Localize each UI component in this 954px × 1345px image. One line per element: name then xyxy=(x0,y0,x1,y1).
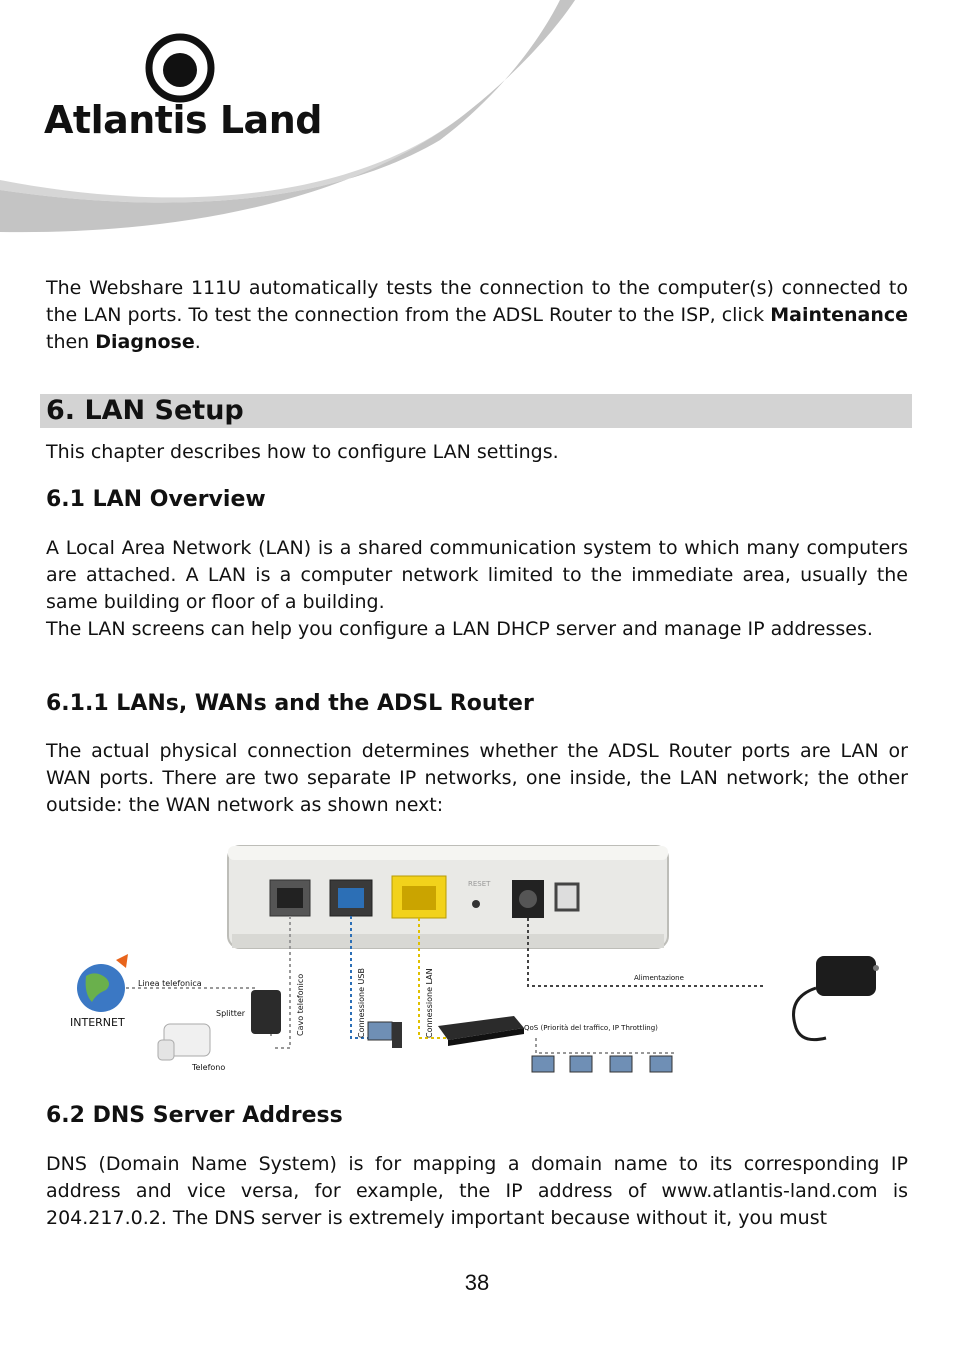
splitter-label: Splitter xyxy=(216,1009,246,1018)
section-6-1-heading-block: 6.1 LAN Overview xyxy=(46,486,908,514)
lan-overview-paragraph-2: The LAN screens can help you configure a… xyxy=(46,618,873,640)
intro-block: The Webshare 111U automatically tests th… xyxy=(46,275,908,356)
internet-label: INTERNET xyxy=(70,1016,125,1029)
intro-middle: then xyxy=(46,331,96,353)
chapter-title: 6. LAN Setup xyxy=(40,394,912,428)
logo-text: Atlantis Land xyxy=(44,98,322,142)
section-6-2-body: DNS (Domain Name System) is for mapping … xyxy=(46,1151,908,1232)
section-6-2-title: 6.2 DNS Server Address xyxy=(46,1103,343,1128)
intro-end: . xyxy=(194,331,201,353)
header-swoosh xyxy=(0,0,575,233)
intro-paragraph: The Webshare 111U automatically tests th… xyxy=(46,275,908,356)
maintenance-term: Maintenance xyxy=(770,304,908,326)
section-6-2-heading-block: 6.2 DNS Server Address xyxy=(46,1102,908,1130)
diagnose-term: Diagnose xyxy=(95,331,195,353)
lan-overview-paragraph-1: A Local Area Network (LAN) is a shared c… xyxy=(46,537,908,613)
linea-telefonica-label: Linea telefonica xyxy=(138,979,202,988)
dns-paragraph: DNS (Domain Name System) is for mapping … xyxy=(46,1153,908,1229)
section-6-1-body: A Local Area Network (LAN) is a shared c… xyxy=(46,535,908,643)
connessione-usb-label: Connessione USB xyxy=(357,968,366,1038)
chapter-description: This chapter describes how to configure … xyxy=(46,441,559,463)
router-connection-figure: RESET INTERNET Linea telefonica Splitter… xyxy=(70,845,879,1073)
qos-label: QoS (Priorità del traffico, IP Throttlin… xyxy=(524,1024,658,1032)
atlantis-land-logo: Atlantis Land xyxy=(44,32,322,142)
lans-wans-paragraph: The actual physical connection determine… xyxy=(46,740,908,816)
cavo-telefonico-label: Cavo telefonico xyxy=(296,974,305,1036)
telefono-label: Telefono xyxy=(191,1063,225,1072)
section-6-1-1-heading-block: 6.1.1 LANs, WANs and the ADSL Router xyxy=(46,690,908,718)
alimentazione-label: Alimentazione xyxy=(634,974,684,982)
section-6-1-1-body: The actual physical connection determine… xyxy=(46,738,908,819)
section-6-1-1-title: 6.1.1 LANs, WANs and the ADSL Router xyxy=(46,691,534,716)
connessione-lan-label: Connessione LAN xyxy=(425,968,434,1038)
page-number: 38 xyxy=(464,1270,490,1295)
intro-text: The Webshare 111U automatically tests th… xyxy=(46,277,908,326)
reset-label: RESET xyxy=(468,880,491,888)
section-6-1-title: 6.1 LAN Overview xyxy=(46,487,266,512)
chapter-description-block: This chapter describes how to configure … xyxy=(46,439,908,466)
logo-mark-icon xyxy=(145,33,215,103)
